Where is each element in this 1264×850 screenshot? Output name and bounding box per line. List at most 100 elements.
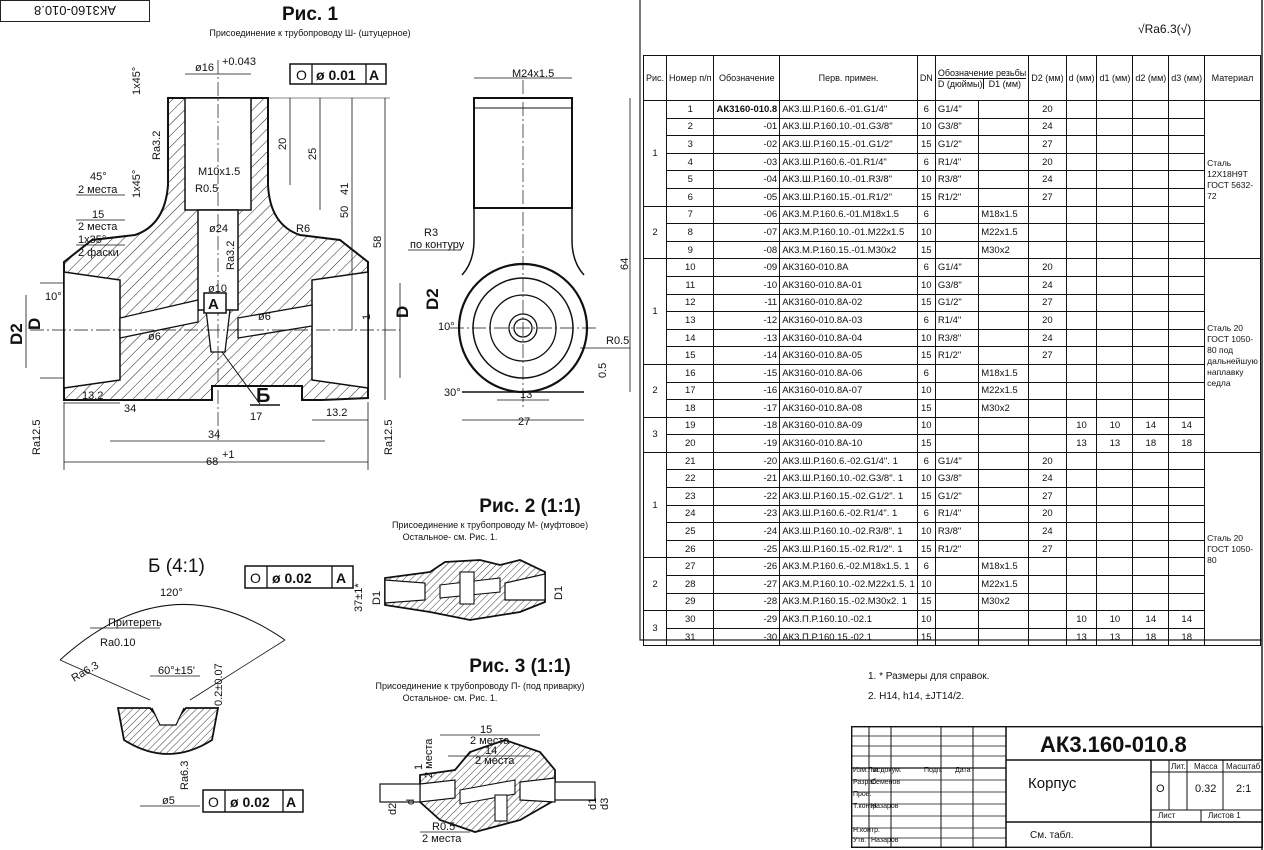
fig1-flatness-symbol: O xyxy=(296,67,307,83)
cell-d2: 27 xyxy=(1028,135,1067,154)
titleblock-mass: 0.32 xyxy=(1195,783,1217,795)
cell-d xyxy=(1065,487,1098,506)
cell-d3 xyxy=(1168,311,1206,330)
cell-d1 xyxy=(1096,469,1134,489)
cell-d2x xyxy=(1132,170,1170,189)
cell-first-use: АК3.М.Р.160.6.-01.М18х1.5 xyxy=(779,205,918,225)
cell-fig: 3 xyxy=(642,416,668,453)
titleblock-sig-label: Н.контр. xyxy=(853,827,880,834)
cell-d2x xyxy=(1132,328,1170,348)
cell-d2 xyxy=(1028,434,1067,453)
cell-d1 xyxy=(1096,399,1134,418)
cell-d2: 20 xyxy=(1028,152,1067,172)
cell-dn: 15 xyxy=(916,434,936,453)
cell-designation: -23 xyxy=(713,504,781,524)
cell-thread-d: G3/8" xyxy=(934,275,980,295)
cell-d3 xyxy=(1168,592,1206,612)
cell-designation: -05 xyxy=(713,187,781,207)
cell-dn: 10 xyxy=(916,610,936,629)
titleblock-sheet: Лист xyxy=(1158,811,1176,820)
cell-d2x xyxy=(1132,223,1170,242)
dim-l34b: 34 xyxy=(208,429,220,441)
cell-d2x xyxy=(1132,100,1170,119)
dim-r05b: R0.5 xyxy=(606,335,629,347)
cell-num: 15 xyxy=(666,346,715,365)
cell-designation: -24 xyxy=(713,522,781,541)
titleblock-sig-label: Назаров xyxy=(871,837,899,844)
cell-thread-d: G1/4" xyxy=(934,258,980,277)
general-roughness-value: Ra6.3 xyxy=(1144,22,1177,36)
cell-d3 xyxy=(1168,487,1206,506)
cell-d1 xyxy=(1096,311,1134,330)
cell-thread-d xyxy=(934,363,980,383)
cell-dn: 6 xyxy=(916,152,936,172)
cell-d2: 27 xyxy=(1028,187,1067,207)
cell-d1 xyxy=(1096,539,1134,559)
cell-d xyxy=(1065,152,1098,172)
note-2: 2. Н14, h14, ±JT14/2. xyxy=(868,691,965,702)
cell-thread-d xyxy=(934,434,980,453)
cell-d xyxy=(1065,539,1098,559)
cell-d2x xyxy=(1132,311,1170,330)
dim-ang45-note: 2 места xyxy=(78,184,118,196)
dim-l132b: 13.2 xyxy=(326,407,347,419)
cell-d2x xyxy=(1132,205,1170,225)
dim-l13: 13 xyxy=(520,389,532,401)
cell-dn: 6 xyxy=(916,258,936,277)
title-block xyxy=(851,726,1263,848)
cell-d3 xyxy=(1168,451,1206,471)
detail-title: Б (4:1) xyxy=(148,556,205,577)
cell-dn: 6 xyxy=(916,363,936,383)
cell-dn: 15 xyxy=(916,627,936,647)
cell-d2: 27 xyxy=(1028,539,1067,559)
cell-d2: 24 xyxy=(1028,469,1067,489)
cell-d2x xyxy=(1132,592,1170,612)
cell-num: 31 xyxy=(666,627,715,647)
fig3-subtitle1: Присоединение к трубопроводу П- (под при… xyxy=(375,681,585,691)
cell-dn: 10 xyxy=(916,575,936,594)
titleblock-name: Корпус xyxy=(1028,775,1077,792)
cell-d1 xyxy=(1096,223,1134,242)
cell-num: 14 xyxy=(666,328,715,348)
cell-first-use: АК3160-010.8А-02 xyxy=(779,293,918,313)
cell-d xyxy=(1065,223,1098,242)
th-material: Материал xyxy=(1204,55,1261,101)
cell-d2x xyxy=(1132,117,1170,137)
cell-d2: 27 xyxy=(1028,346,1067,365)
fig1-side-view: M24x1.5 R3 по контуру 64 R0.5 0.5 30° 13… xyxy=(361,68,631,428)
cell-d2x xyxy=(1132,451,1170,471)
detail-lap-note: Притереть xyxy=(108,617,162,629)
cell-thread-d1 xyxy=(978,539,1030,559)
datum-A-mark: A xyxy=(208,296,219,313)
cell-first-use: АК3.Ш.Р.160.10.-01.R3/8" xyxy=(779,170,918,189)
th-d1x: d1 (мм) xyxy=(1096,55,1134,101)
cell-thread-d1 xyxy=(978,170,1030,189)
detail-B-view: Б (4:1) O ø 0.02 A 120° Притереть Ra0.10… xyxy=(59,556,354,813)
dim-l1: 1 xyxy=(361,314,373,320)
cell-thread-d1 xyxy=(978,100,1030,119)
th-thread-title: Обозначение резьбы xyxy=(937,67,1027,79)
detail-dim-5: ø5 xyxy=(162,795,175,807)
cell-d3 xyxy=(1168,117,1206,137)
titleblock-sig-label: № докум. xyxy=(871,767,902,774)
cell-d2x xyxy=(1132,539,1170,559)
cell-d2 xyxy=(1028,557,1067,577)
titleblock-sig-label: Разраб. xyxy=(853,779,879,786)
th-designation: Обозначение xyxy=(713,55,781,101)
cell-num: 1 xyxy=(666,100,715,119)
detail-flatness-symbol-bottom: O xyxy=(208,794,219,810)
cell-dn: 10 xyxy=(916,223,936,242)
cell-thread-d xyxy=(934,205,980,225)
cell-d: 13 xyxy=(1065,627,1098,647)
cell-num: 4 xyxy=(666,152,715,172)
cell-d2x xyxy=(1132,135,1170,154)
cell-d1 xyxy=(1096,522,1134,541)
cell-designation: -04 xyxy=(713,170,781,189)
